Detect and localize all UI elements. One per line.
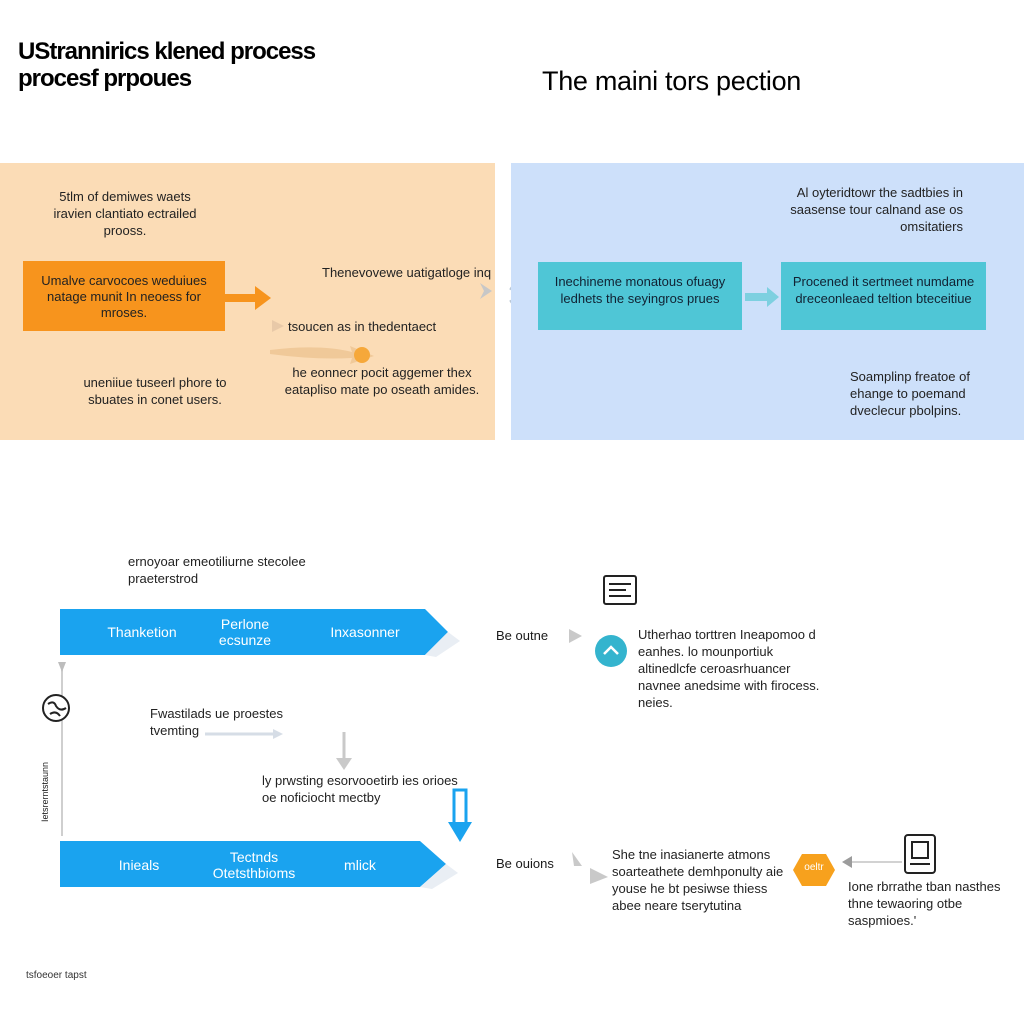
note-bottom-left: She tne inasianerte atmons soarteathete …	[612, 847, 784, 913]
teal-arrow-icon	[745, 287, 779, 307]
blue-down-arrow-icon	[448, 788, 472, 842]
panel-right-top-text: Al oyteridtowr the sadtbies in saasense …	[790, 185, 963, 234]
blue-band-top: Thanketion Perlone ecsunze Inxasonner	[60, 609, 448, 655]
vertical-label: Ietsrerntstaunn	[40, 761, 50, 822]
band-top-label-2: Perlone ecsunze	[218, 616, 272, 648]
band-bottom-label-3: mlick	[344, 857, 376, 873]
panel-left-bottom-left-text: uneniiue tuseerl phore to sbuates in con…	[83, 375, 227, 407]
globe-icon	[42, 694, 70, 722]
blue-band-bottom-shape	[60, 841, 458, 889]
band-top-label-1: Thanketion	[107, 624, 177, 640]
teal-circle-icon	[595, 635, 627, 667]
teal-process-box-2: Procened it sertmeet numdame dreceonleae…	[781, 262, 986, 330]
note-top: Utherhao torttren Ineapomoo d eanhes. lo…	[638, 627, 820, 710]
flame-arrow-icon	[270, 346, 374, 364]
band-bottom-label-2: Tectnds Otetsthbioms	[212, 849, 296, 881]
blue-band-top-shape	[60, 609, 460, 657]
be-label-top: Be outne	[496, 628, 549, 643]
lower-caption-top: ernoyoar emeotiliurne stecolee praeterst…	[128, 554, 306, 586]
clipboard-icon	[904, 834, 936, 874]
small-arrow-icon-3	[569, 629, 582, 643]
left-arrow-icon	[842, 856, 902, 868]
mid-text-2: ly prwsting esorvooetirb ies orioes oe n…	[262, 773, 458, 805]
down-arrow-icon	[336, 732, 352, 770]
badge-label: oeltr	[804, 862, 824, 873]
document-icon	[603, 575, 637, 605]
band-top-label-3: Inxasonner	[330, 624, 400, 640]
note-bottom-right: Ione rbrrathe tban nasthes thne tewaorin…	[848, 879, 1001, 928]
left-vertical-connector	[58, 662, 66, 836]
mid-text-1: Fwastilads ue proestes tvemting	[150, 706, 283, 738]
title-left: UStrannirics klened process procesf prpo…	[18, 38, 316, 92]
orange-arrow-icon	[225, 286, 271, 310]
panel-left-right-text-1: Thenevovewe uatigatloge inq	[322, 265, 492, 280]
thin-arrow-icon	[205, 729, 283, 739]
band-bottom-label-1: Inieals	[118, 857, 160, 873]
small-arrow-icon-2	[272, 320, 284, 332]
teal-process-box-1: Inechineme monatous ofuagy ledhets the s…	[538, 262, 742, 330]
orange-hexagon-badge	[793, 854, 835, 886]
footer-text: tsfoeoer tapst	[26, 970, 87, 981]
panel-right-bottom-text: Soamplinp freatoe of ehange to poemand d…	[850, 369, 970, 418]
be-label-bottom: Be ouions	[496, 856, 554, 871]
small-arrow-icon-4	[572, 852, 608, 884]
blue-band-bottom: Inieals Tectnds Otetsthbioms mlick	[60, 841, 448, 887]
panel-left-bottom-right-text: he eonnecr pocit aggemer thex eatapliso …	[284, 365, 480, 397]
panel-left-top-text: 5tlm of demiwes waets iravien clantiato …	[53, 189, 197, 238]
orange-process-box: Umalve carvocoes weduiues natage munit I…	[23, 261, 225, 331]
panel-left-right-text-2: tsoucen as in thedentaect	[288, 319, 437, 334]
title-right: The maini tors pection	[542, 66, 802, 96]
small-arrow-icon	[480, 283, 492, 299]
